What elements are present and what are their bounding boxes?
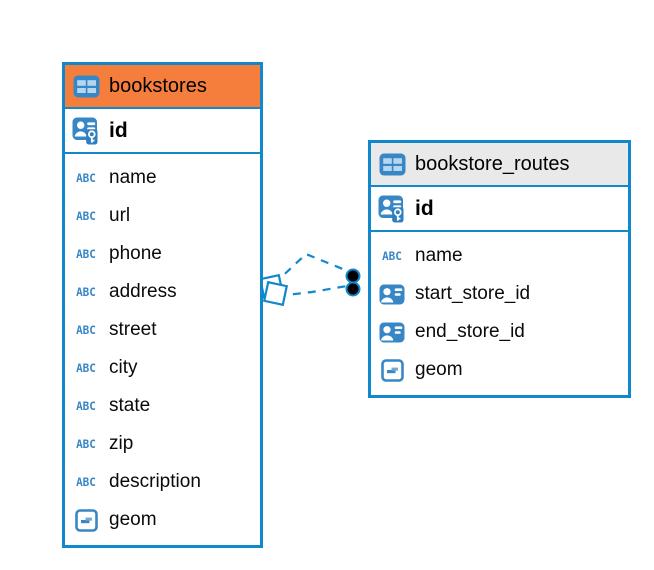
foreign-key-icon [378,322,406,343]
column-label: start_store_id [415,283,531,304]
column-label: address [109,281,177,302]
text-type-glyph: ABC [76,399,96,413]
pk-row-routes-id[interactable]: id [371,187,628,232]
column-label: name [109,167,157,188]
text-type-icon: ABC [72,247,100,261]
column-row-geom[interactable]: geom [371,351,628,389]
column-row-phone[interactable]: ABC phone [65,235,260,273]
column-label: zip [109,433,134,454]
column-row-geom[interactable]: geom [65,501,260,539]
column-label: phone [109,243,162,264]
text-type-icon: ABC [72,475,100,489]
table-title: bookstore_routes [415,152,570,175]
text-type-icon: ABC [378,249,406,263]
geometry-type-icon [378,358,406,382]
geometry-type-icon [72,508,100,532]
table-bookstore-routes-header[interactable]: bookstore_routes [371,143,628,187]
text-type-icon: ABC [72,285,100,299]
column-label: end_store_id [415,321,525,342]
table-title: bookstores [109,74,207,97]
column-label: geom [415,359,463,380]
column-row-address[interactable]: ABC address [65,273,260,311]
table-icon [378,153,406,176]
text-type-glyph: ABC [76,437,96,451]
column-row-start_store_id[interactable]: start_store_id [371,275,628,313]
column-row-street[interactable]: ABC street [65,311,260,349]
column-row-end_store_id[interactable]: end_store_id [371,313,628,351]
column-label: state [109,395,151,416]
primary-key-icon [72,117,100,145]
column-label: city [109,357,138,378]
relationship-endpoint-diamond[interactable] [258,273,289,307]
text-type-glyph: ABC [76,475,96,489]
column-label: name [415,245,463,266]
text-type-glyph: ABC [76,323,96,337]
column-label: description [109,471,201,492]
text-type-glyph: ABC [76,209,96,223]
relationship-line-upper[interactable] [273,252,351,285]
text-type-glyph: ABC [76,247,96,261]
text-type-icon: ABC [72,323,100,337]
column-row-description[interactable]: ABC description [65,463,260,501]
column-row-city[interactable]: ABC city [65,349,260,387]
column-label: street [109,319,157,340]
relationship-line-lower[interactable] [277,284,348,298]
column-row-name[interactable]: ABC name [65,159,260,197]
text-type-icon: ABC [72,209,100,223]
table-bookstore-routes[interactable]: bookstore_routes id ABC name start_store_i… [368,140,631,398]
table-bookstores-header[interactable]: bookstores [65,65,260,109]
column-row-name[interactable]: ABC name [371,237,628,275]
relationship-endpoint-circles[interactable] [345,268,361,297]
pk-label: id [109,118,128,142]
text-type-glyph: ABC [76,361,96,375]
primary-key-icon [378,195,406,223]
column-row-state[interactable]: ABC state [65,387,260,425]
text-type-icon: ABC [72,171,100,185]
text-type-icon: ABC [72,399,100,413]
text-type-glyph: ABC [76,285,96,299]
column-label: geom [109,509,157,530]
foreign-key-icon [378,284,406,305]
column-row-zip[interactable]: ABC zip [65,425,260,463]
text-type-glyph: ABC [76,171,96,185]
pk-label: id [415,196,434,220]
text-type-icon: ABC [72,361,100,375]
pk-row-bookstores-id[interactable]: id [65,109,260,154]
column-label: url [109,205,131,226]
text-type-icon: ABC [72,437,100,451]
column-row-url[interactable]: ABC url [65,197,260,235]
table-icon [72,75,100,98]
text-type-glyph: ABC [382,249,402,263]
